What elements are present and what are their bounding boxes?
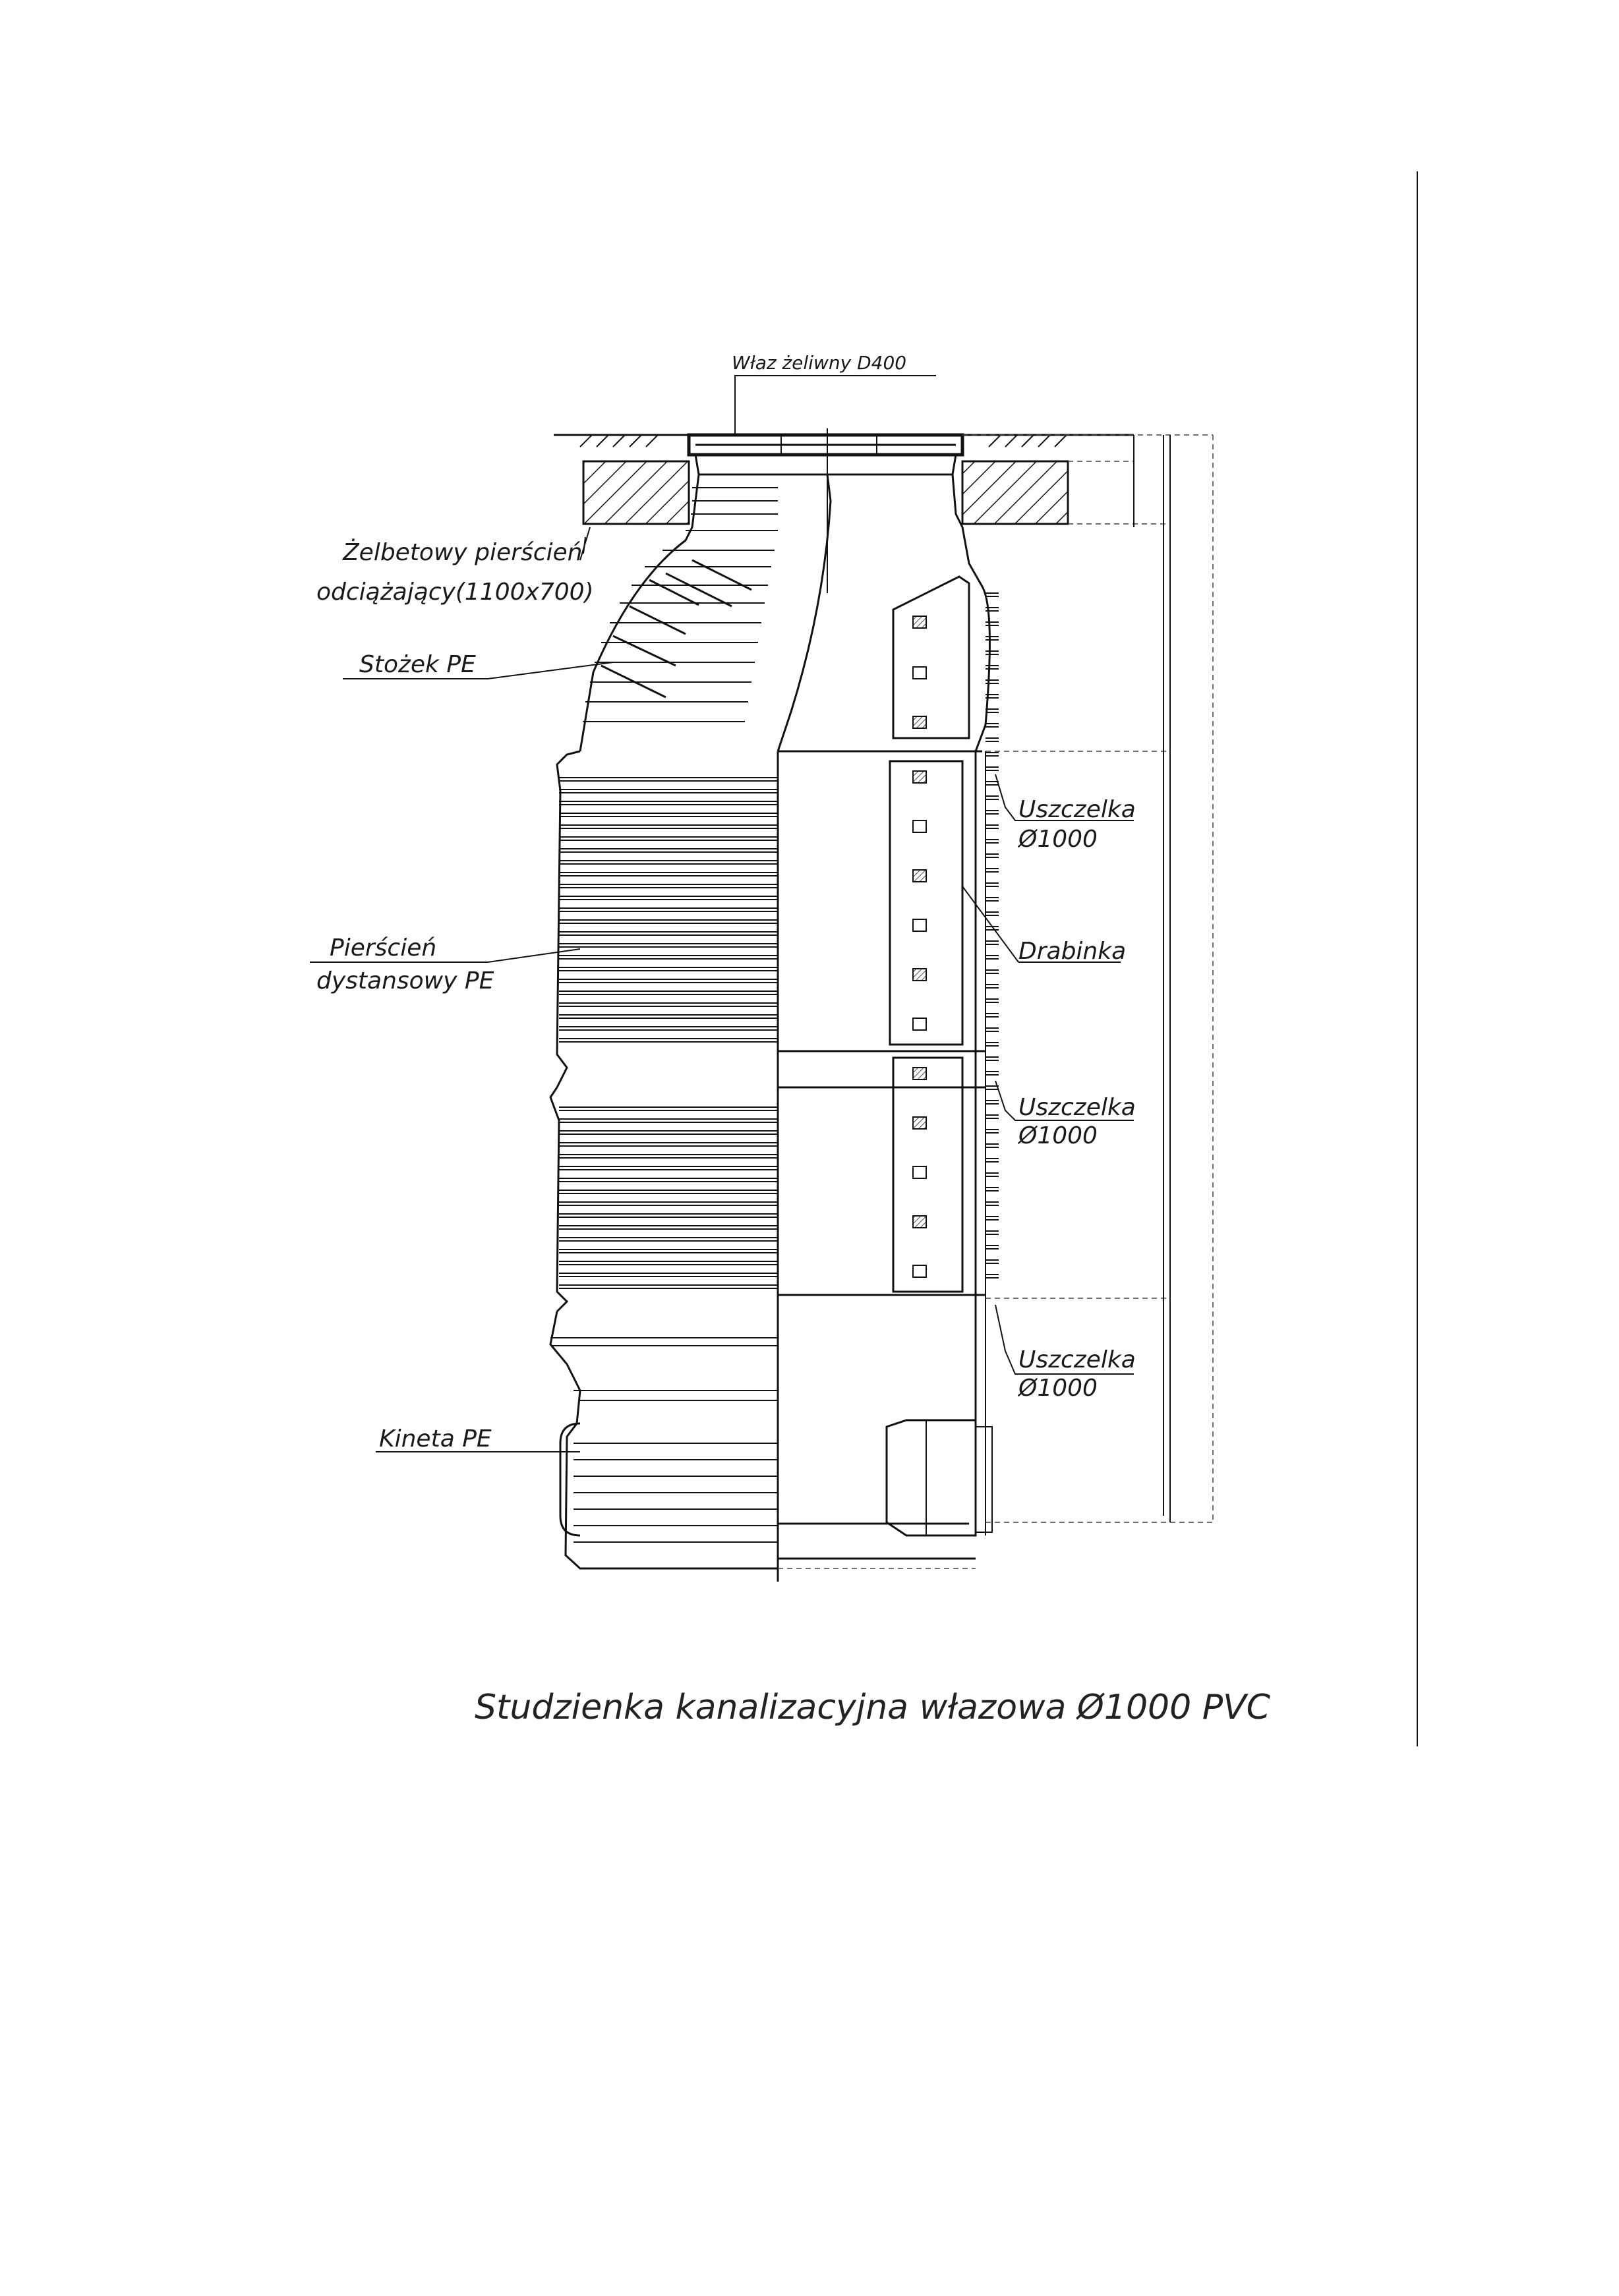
label-ring-line1: Żelbetowy pierścień — [342, 538, 582, 566]
leader-lines — [310, 375, 1134, 1452]
shaft-left-outline — [549, 474, 778, 1570]
label-manhole-cover: Właz żeliwny D400 — [732, 352, 906, 374]
label-spacer-line1: Pierścień — [330, 934, 436, 961]
pipe-inlet — [885, 1419, 993, 1537]
label-gasket-3: Uszczelka — [1018, 1346, 1136, 1373]
label-cone: Stożek PE — [359, 651, 476, 678]
shaft-right-section — [777, 474, 999, 1569]
label-gasket-3-size: Ø1000 — [1017, 1375, 1098, 1402]
label-spacer-line2: dystansowy PE — [316, 967, 494, 994]
label-gasket-1-size: Ø1000 — [1017, 826, 1098, 853]
dimension-lines — [962, 434, 1216, 1523]
drawing-title: Studzienka kanalizacyjna włazowa Ø1000 P… — [475, 1688, 1271, 1727]
section-axis — [777, 428, 828, 1582]
label-ladder: Drabinka — [1018, 938, 1126, 965]
label-gasket-1: Uszczelka — [1018, 796, 1136, 823]
label-gasket-2: Uszczelka — [1018, 1094, 1136, 1121]
label-ring-line2: odciążający(1100x700) — [316, 579, 594, 606]
kineta — [559, 1422, 778, 1543]
concrete-ring — [582, 460, 1069, 525]
manhole-cover — [687, 433, 964, 476]
label-gasket-2-size: Ø1000 — [1017, 1122, 1098, 1149]
ladder — [889, 575, 970, 1293]
label-kineta: Kineta PE — [379, 1425, 492, 1452]
